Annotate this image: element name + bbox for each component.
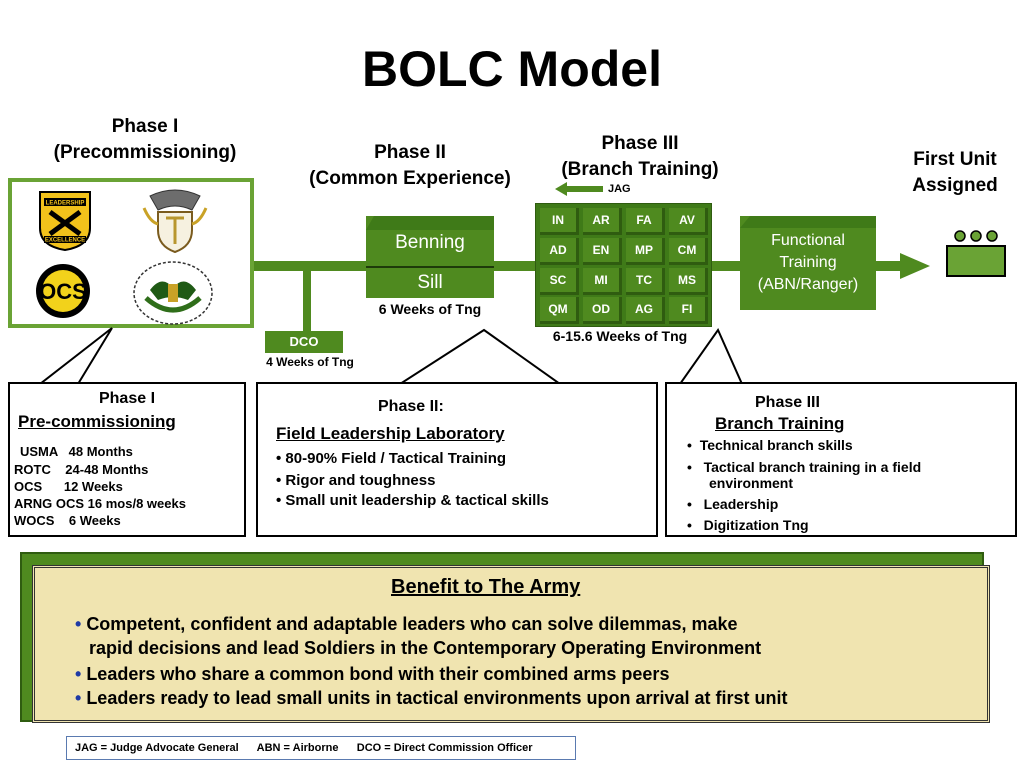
- dco-weeks: 4 Weeks of Tng: [266, 355, 354, 369]
- phase1-emblems-box: LEADERSHIP EXCELLENCE OCS: [8, 178, 254, 328]
- rotc-bottom-text: EXCELLENCE: [45, 238, 85, 244]
- first-unit-line1: First Unit: [913, 149, 997, 170]
- functional-line2: Training: [779, 254, 837, 271]
- branch-cell: IN: [540, 208, 579, 235]
- branch-cell: AV: [669, 208, 708, 235]
- timeline-arrow-icon: [900, 253, 930, 279]
- functional-training-box: Functional Training (ABN/Ranger): [740, 216, 876, 310]
- box3-bullet: • Digitization Tng: [687, 517, 809, 533]
- branch-cell: MP: [626, 238, 665, 265]
- functional-line1: Functional: [771, 232, 845, 249]
- box3-bullet: • Technical branch skills: [687, 437, 853, 453]
- benefit-panel: Benefit to The Army • Competent, confide…: [32, 565, 990, 723]
- box1-row: ROTC 24-48 Months: [14, 462, 149, 477]
- phase1-header: Phase I (Precommissioning): [20, 114, 270, 166]
- dco-connector: [303, 271, 311, 331]
- benefit-bullet: • Leaders ready to lead small units in t…: [75, 688, 788, 708]
- box2-bullet: • Small unit leadership & tactical skill…: [276, 492, 549, 509]
- sill-label: Sill: [366, 268, 494, 298]
- first-unit-header: First Unit Assigned: [890, 147, 1020, 199]
- phase2-header-line1: Phase II: [374, 142, 446, 163]
- phase3-weeks: 6-15.6 Weeks of Tng: [552, 328, 688, 344]
- phase1-header-line2: (Precommissioning): [53, 142, 237, 163]
- benefit-bullet: • Leaders who share a common bond with t…: [75, 664, 670, 684]
- box1-title: Phase I: [98, 390, 156, 407]
- branch-cell: TC: [626, 268, 665, 295]
- ocs-emblem-icon: OCS: [36, 264, 90, 318]
- rotc-emblem-icon: LEADERSHIP EXCELLENCE: [39, 191, 91, 252]
- functional-line3: (ABN/Ranger): [757, 276, 859, 293]
- dco-box: DCO: [265, 331, 343, 353]
- first-unit-line2: Assigned: [912, 175, 998, 196]
- phase3-header-line2: (Branch Training): [561, 159, 719, 180]
- benefit-title: Benefit to The Army: [391, 576, 581, 598]
- benning-sill-block: Benning Sill: [366, 216, 494, 298]
- benning-label: Benning: [395, 232, 465, 253]
- branch-cell: AD: [540, 238, 579, 265]
- box1-row: OCS 12 Weeks: [14, 479, 123, 494]
- box2-bullet: • Rigor and toughness: [276, 472, 436, 489]
- box1-row: ARNG OCS 16 mos/8 weeks: [14, 496, 186, 511]
- unit-symbol-icon: [946, 230, 1006, 277]
- box1-row: WOCS 6 Weeks: [14, 513, 121, 528]
- branch-cell: FA: [626, 208, 665, 235]
- phase3-detail-box: Phase III Branch Training • Technical br…: [665, 382, 1017, 537]
- benefit-bullet-continuation: rapid decisions and lead Soldiers in the…: [89, 638, 762, 658]
- branch-cell: EN: [583, 238, 622, 265]
- branch-cell: SC: [540, 268, 579, 295]
- box3-bullet: • Leadership: [687, 496, 779, 512]
- ocs-text: OCS: [39, 279, 87, 304]
- benning-panel: Benning: [366, 216, 494, 266]
- box3-bullet: • Tactical branch training in a field: [687, 459, 922, 475]
- usma-crest-icon: [142, 189, 208, 254]
- branch-cell: CM: [669, 238, 708, 265]
- abbreviation-legend: JAG = Judge Advocate General ABN = Airbo…: [66, 736, 576, 760]
- branch-cell: MS: [669, 268, 708, 295]
- jag-label: JAG: [608, 183, 631, 195]
- page-title: BOLC Model: [362, 41, 662, 97]
- phase2-header-line2: (Common Experience): [309, 168, 511, 189]
- wocs-eagle-icon: [133, 261, 213, 325]
- branch-cell: FI: [669, 297, 708, 324]
- box3-title: Phase III: [755, 394, 820, 411]
- callout-pointers: [37, 327, 744, 385]
- branch-cell: MI: [583, 268, 622, 295]
- phase1-detail-box: Phase I Pre-commissioning USMA 48 Months…: [8, 382, 246, 537]
- box3-subtitle: Branch Training: [715, 414, 845, 433]
- phase2-detail-box: Phase II: Field Leadership Laboratory • …: [256, 382, 658, 537]
- box2-title: Phase II:: [378, 398, 444, 415]
- branch-cell: OD: [583, 297, 622, 324]
- box2-subtitle: Field Leadership Laboratory: [276, 424, 505, 443]
- branch-cell: AG: [626, 297, 665, 324]
- branch-cell: QM: [540, 297, 579, 324]
- box2-bullet: • 80-90% Field / Tactical Training: [276, 450, 507, 467]
- branch-grid: IN AR FA AV AD EN MP CM SC MI TC MS QM O…: [535, 203, 712, 327]
- branch-cell: AR: [583, 208, 622, 235]
- box1-subtitle: Pre-commissioning: [18, 412, 176, 431]
- phase2-weeks: 6 Weeks of Tng: [378, 301, 482, 317]
- rotc-top-text: LEADERSHIP: [46, 201, 85, 207]
- benefit-bullet: • Competent, confident and adaptable lea…: [75, 614, 738, 634]
- phase1-header-line1: Phase I: [111, 116, 179, 137]
- phase2-header: Phase II (Common Experience): [280, 140, 540, 192]
- phase3-header-line1: Phase III: [601, 133, 679, 154]
- phase3-header: Phase III (Branch Training): [530, 131, 750, 183]
- box1-row: USMA 48 Months: [20, 444, 133, 459]
- box3-bullet-continuation: environment: [709, 475, 794, 491]
- jag-arrow-icon: [555, 182, 603, 196]
